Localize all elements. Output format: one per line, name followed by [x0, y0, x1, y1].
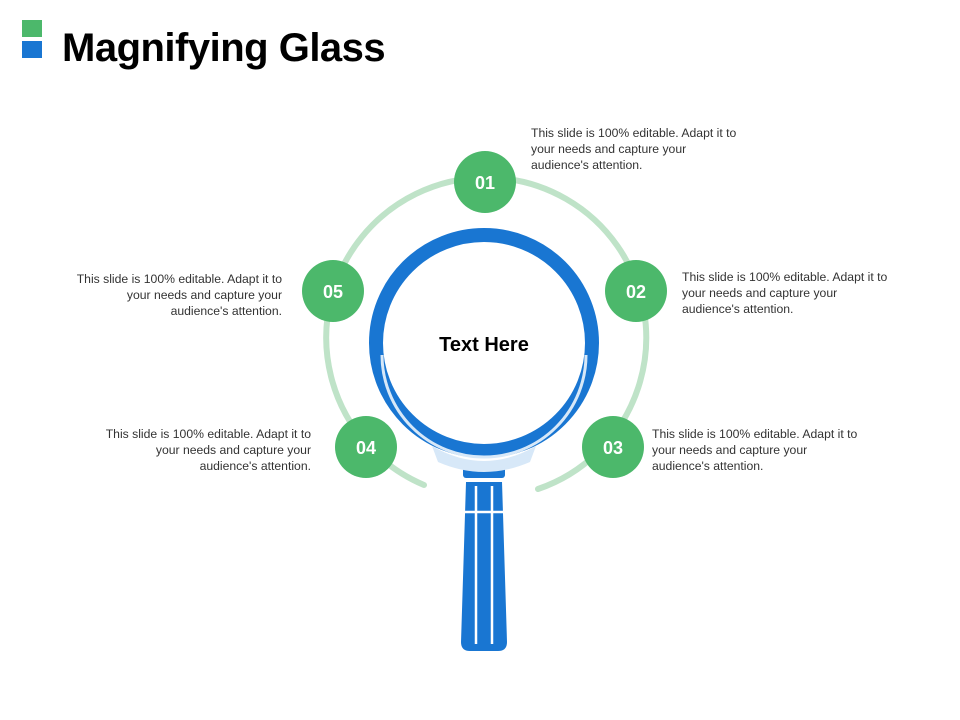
step-description-05: This slide is 100% editable. Adapt it to…: [76, 272, 282, 318]
step-number: 02: [626, 282, 646, 302]
step-badge-04: 04: [335, 416, 397, 478]
step-number: 03: [603, 438, 623, 458]
step-badge-01: 01: [454, 151, 516, 213]
accent-square-blue: [22, 41, 42, 58]
step-description-02: This slide is 100% editable. Adapt it to…: [682, 270, 888, 316]
lens-inner-shine: [380, 354, 588, 459]
step-description-01: This slide is 100% editable. Adapt it to…: [531, 126, 737, 172]
step-description-04: This slide is 100% editable. Adapt it to…: [105, 427, 311, 473]
step-number: 04: [356, 438, 376, 458]
accent-square-green: [22, 20, 42, 37]
step-badge-02: 02: [605, 260, 667, 322]
step-description-03: This slide is 100% editable. Adapt it to…: [652, 427, 858, 473]
step-number: 01: [475, 173, 495, 193]
step-badge-03: 03: [582, 416, 644, 478]
step-badge-05: 05: [302, 260, 364, 322]
page-title: Magnifying Glass: [62, 26, 386, 70]
step-number: 05: [323, 282, 343, 302]
magnifier-handle: [461, 466, 507, 651]
magnifier-neck: [432, 446, 536, 472]
center-label: Text Here: [439, 334, 529, 356]
magnifier-lens: [369, 228, 599, 458]
